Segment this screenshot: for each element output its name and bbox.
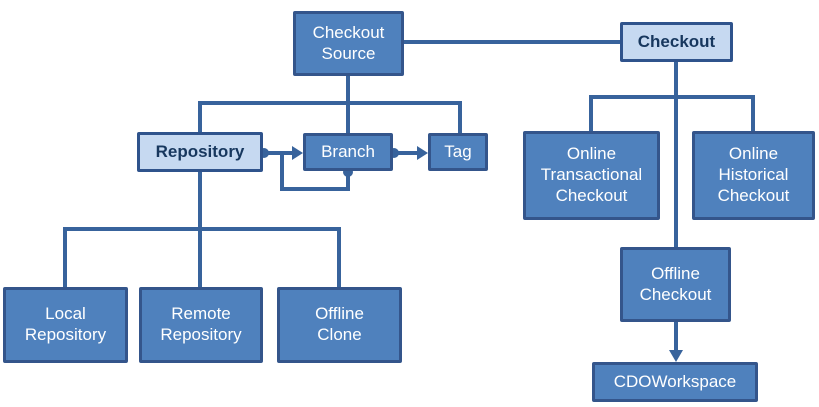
node-cdoworkspace: CDOWorkspace	[592, 362, 758, 402]
connector-bottom-horizontal	[63, 227, 341, 231]
node-remote-repository: Remote Repository	[139, 287, 263, 363]
connector-branch-loop-horizontal	[280, 187, 350, 191]
node-offline-clone: Offline Clone	[277, 287, 402, 363]
connector-historical-drop	[751, 95, 755, 131]
connector-repository-down	[198, 172, 202, 230]
node-online-transactional-checkout: Online Transactional Checkout	[523, 131, 660, 220]
node-checkout: Checkout	[620, 22, 733, 62]
offline-cdoworkspace-arrowhead-icon	[669, 350, 683, 362]
node-local-repository: Local Repository	[3, 287, 128, 363]
connector-clone-drop	[337, 227, 341, 287]
connector-branch-loop-drop	[280, 153, 284, 191]
connector-repository-drop	[198, 101, 202, 132]
node-checkout-source: Checkout Source	[293, 11, 404, 76]
connector-tag-drop	[458, 101, 462, 133]
repository-branch-arrowhead-icon	[292, 146, 303, 160]
connector-branch-tag	[394, 151, 418, 155]
connector-repository-branch	[264, 151, 294, 155]
connector-checkoutsource-checkout	[404, 40, 620, 44]
node-tag: Tag	[428, 133, 488, 171]
connector-remote-drop	[198, 227, 202, 287]
connector-right-horizontal	[589, 95, 755, 99]
connector-left-horizontal	[198, 101, 462, 105]
connector-checkout-down	[674, 60, 678, 247]
branch-loop-dot	[343, 167, 353, 177]
node-offline-checkout: Offline Checkout	[620, 247, 731, 322]
node-repository: Repository	[137, 132, 263, 172]
connector-transactional-drop	[589, 95, 593, 131]
connector-offline-cdoworkspace	[674, 320, 678, 352]
branch-tag-arrowhead-icon	[417, 146, 428, 160]
connector-local-drop	[63, 227, 67, 287]
node-online-historical-checkout: Online Historical Checkout	[692, 131, 815, 220]
connector-branch-loop-up	[346, 172, 350, 191]
node-branch: Branch	[303, 133, 393, 171]
